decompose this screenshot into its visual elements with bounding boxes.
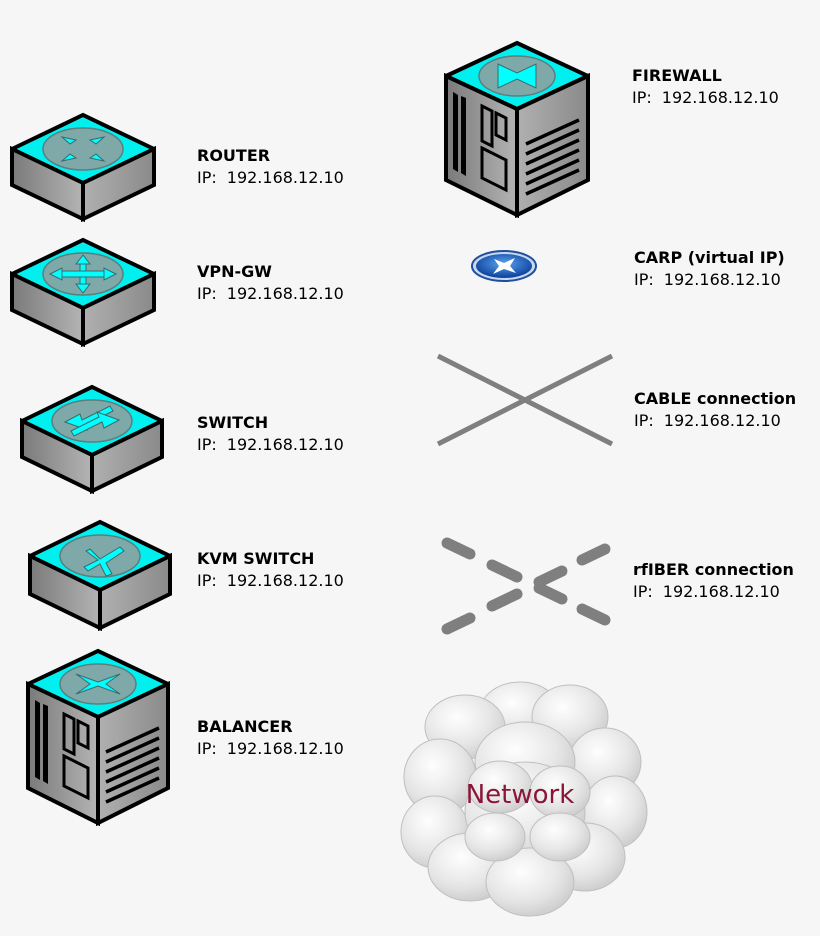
router-label: ROUTER IP: 192.168.12.10 [197,145,344,189]
kvm-switch-label: KVM SWITCH IP: 192.168.12.10 [197,548,344,592]
device-ip: 192.168.12.10 [226,739,344,758]
cable-connection-icon [436,354,614,447]
ip-prefix: IP: [197,168,217,187]
ip-prefix: IP: [633,582,653,601]
device-ip: 192.168.12.10 [663,411,781,430]
device-name: BALANCER [197,717,293,736]
device-name: CABLE connection [634,389,797,408]
vpn-gateway-icon [10,237,156,347]
cable-label: CABLE connection IP: 192.168.12.10 [634,388,796,432]
fiber-connection-icon [441,537,611,635]
device-name: ROUTER [197,146,271,165]
device-name: KVM SWITCH [197,549,315,568]
firewall-label: FIREWALL IP: 192.168.12.10 [632,65,779,109]
balancer-label: BALANCER IP: 192.168.12.10 [197,716,344,760]
device-name: FIREWALL [632,66,722,85]
fiber-label: rfIBER connection IP: 192.168.12.10 [633,559,794,603]
router-icon [10,112,156,222]
device-ip: 192.168.12.10 [661,88,779,107]
balancer-icon [26,648,170,826]
device-name: VPN-GW [197,262,272,281]
vpn-gw-label: VPN-GW IP: 192.168.12.10 [197,261,344,305]
device-ip: 192.168.12.10 [226,284,344,303]
ip-prefix: IP: [632,88,652,107]
device-name: rfIBER connection [633,560,794,579]
device-ip: 192.168.12.10 [662,582,780,601]
kvm-switch-icon [28,519,172,631]
device-ip: 192.168.12.10 [663,270,781,289]
device-ip: 192.168.12.10 [226,435,344,454]
ip-prefix: IP: [197,571,217,590]
ip-prefix: IP: [197,284,217,303]
network-cloud-icon [400,681,648,917]
switch-icon [20,384,164,494]
ip-prefix: IP: [634,411,654,430]
device-ip: 192.168.12.10 [226,168,344,187]
carp-virtual-ip-icon [471,250,537,282]
network-label: Network [465,780,575,810]
ip-prefix: IP: [197,739,217,758]
ip-prefix: IP: [634,270,654,289]
device-name: SWITCH [197,413,269,432]
firewall-icon [444,40,590,218]
ip-prefix: IP: [197,435,217,454]
device-name: CARP (virtual IP) [634,248,785,267]
switch-label: SWITCH IP: 192.168.12.10 [197,412,344,456]
device-ip: 192.168.12.10 [226,571,344,590]
carp-label: CARP (virtual IP) IP: 192.168.12.10 [634,247,785,291]
